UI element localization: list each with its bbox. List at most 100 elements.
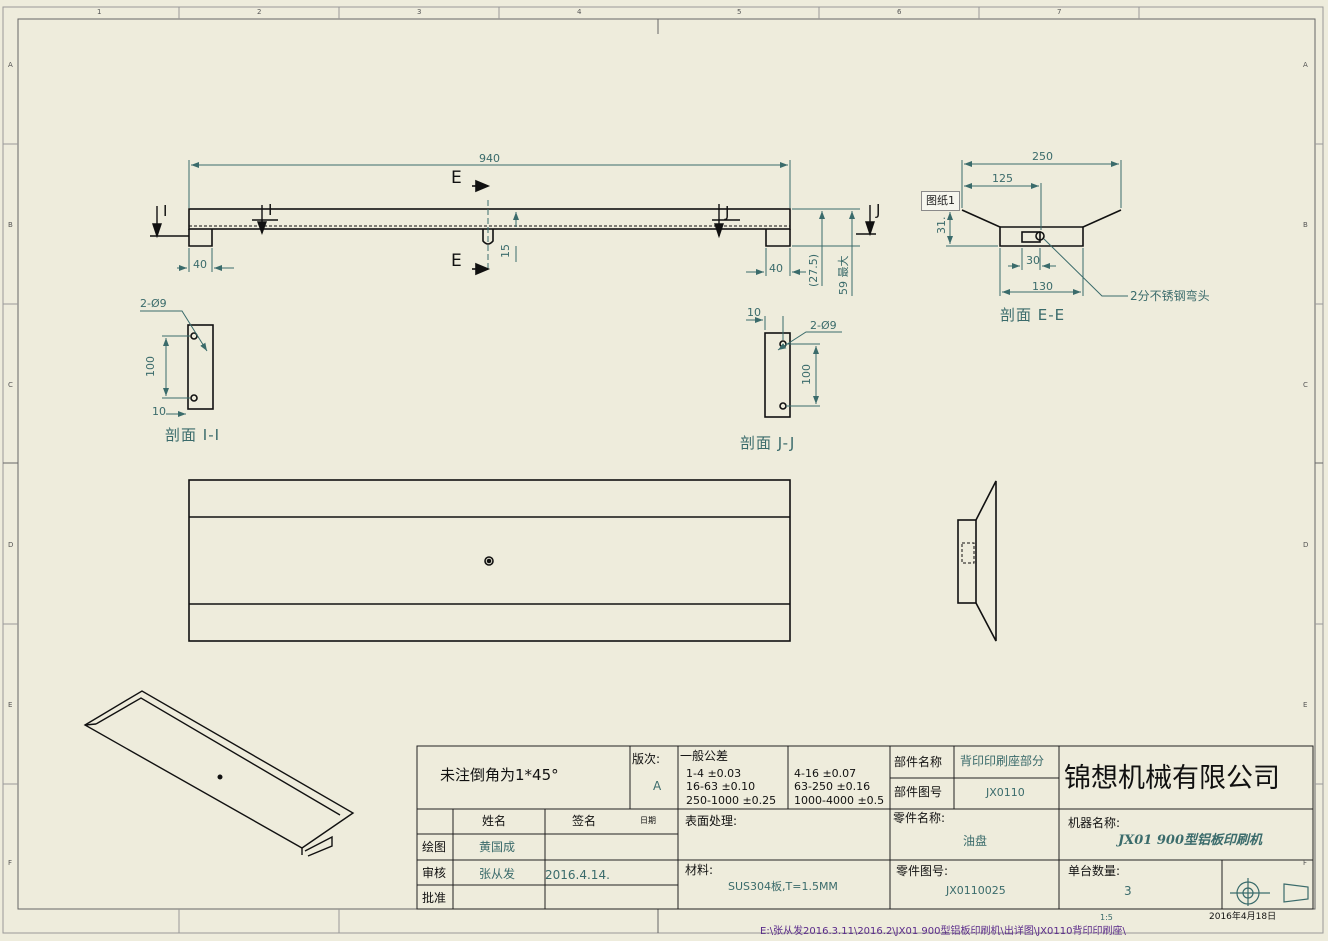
tolerance-6: 1000-4000 ±0.5 [794, 794, 885, 807]
section-i-i-dimensions [140, 310, 208, 417]
dim-half-width: 125 [992, 172, 1013, 185]
border-row-label-left: A [8, 61, 13, 69]
dim-ref-height: (27.5) [807, 253, 820, 287]
revision-value: A [653, 779, 662, 793]
tolerance-label: 一般公差 [680, 749, 729, 763]
border-column-label: 3 [417, 8, 422, 16]
dim-hole-pitch-right: 100 [800, 364, 813, 385]
dim-pipe-offset: 30 [1026, 254, 1040, 267]
border-row-label-left: C [8, 381, 13, 389]
tolerance-5: 63-250 ±0.16 [794, 780, 871, 793]
name-header: 姓名 [482, 814, 507, 828]
material-value: SUS304板,T=1.5MM [728, 880, 838, 893]
quantity-value: 3 [1124, 884, 1132, 898]
part-number-value: JX0110025 [946, 884, 1006, 897]
chamfer-note: 未注倒角为1*45° [440, 766, 559, 784]
part-number-label: 零件图号: [896, 864, 949, 878]
border-row-label-right: B [1303, 221, 1308, 229]
dim-hole-pitch-left: 100 [144, 356, 157, 377]
dim-max-height: 59 最大 [837, 255, 850, 296]
company-name: 锦想机械有限公司 [1064, 763, 1280, 794]
top-view [188, 479, 791, 642]
section-i-i [187, 324, 214, 410]
signature-header: 签名 [572, 814, 597, 828]
section-mark-i-right: I [268, 201, 273, 219]
dim-tab-left: 40 [193, 258, 207, 271]
dim-bottom-width: 130 [1032, 280, 1053, 293]
border-row-label-right: C [1303, 381, 1308, 389]
border-column-label: 4 [577, 8, 582, 16]
projection-symbol [1230, 878, 1309, 906]
front-view-dimensions [177, 160, 860, 296]
dim-holes-left: 2-Ø9 [140, 297, 167, 310]
part-name-value: 油盘 [963, 834, 988, 848]
tolerance-1: 1-4 ±0.03 [686, 767, 742, 780]
tolerance-4: 4-16 ±0.07 [794, 767, 857, 780]
dim-tab-right: 40 [769, 262, 783, 275]
quantity-label: 单台数量: [1068, 864, 1121, 878]
approved-label: 批准 [422, 891, 447, 905]
section-mark-j-left: J [725, 203, 730, 221]
section-j-j [764, 332, 791, 418]
file-path: E:\张从发2016.3.11\2016.2\JX01 900型铝板印刷机\出详… [760, 926, 1126, 937]
assembly-name-label: 部件名称 [894, 755, 943, 769]
section-title-j: 剖面 J-J [740, 434, 796, 452]
date-header: 日期 [640, 816, 656, 825]
side-view [957, 480, 997, 642]
drawn-label: 绘图 [422, 840, 447, 854]
section-j-j-dimensions [746, 316, 842, 407]
border-row-label-left: F [8, 859, 13, 867]
print-date: 2016年4月18日 [1209, 912, 1277, 922]
border-column-label: 5 [737, 8, 742, 16]
section-title-e: 剖面 E-E [1000, 306, 1066, 324]
section-arrows-e [472, 179, 491, 276]
dim-edge-left: 10 [152, 405, 166, 418]
material-label: 材料: [685, 863, 714, 877]
border-row-label-right: E [1303, 701, 1308, 709]
section-title-i: 剖面 I-I [165, 426, 221, 444]
border-row-label-right: A [1303, 61, 1308, 69]
assembly-name-value: 背印印刷座部分 [960, 754, 1045, 768]
title-block-grid [416, 745, 1314, 910]
border-row-label-left: D [8, 541, 14, 549]
drawn-name: 黄国成 [479, 840, 516, 854]
surface-treatment-label: 表面处理: [685, 814, 738, 828]
assembly-number-value: JX0110 [986, 786, 1025, 799]
border-row-label-right: F [1303, 859, 1308, 867]
checked-date: 2016.4.14. [545, 868, 610, 882]
checked-label: 审核 [422, 866, 447, 880]
elbow-callout: 2分不锈钢弯头 [1130, 289, 1210, 303]
section-mark-e-top: E [451, 168, 462, 188]
dim-side-height: 31. [935, 216, 948, 235]
border-column-label: 2 [257, 8, 262, 16]
dim-top-width: 250 [1032, 150, 1053, 163]
border-row-label-left: E [8, 701, 13, 709]
assembly-number-label: 部件图号 [894, 785, 943, 799]
isometric-view [83, 690, 355, 857]
border-row-label-left: B [8, 221, 13, 229]
sheet-border [2, 6, 1324, 934]
revision-label: 版次: [632, 752, 661, 766]
section-mark-e-bottom: E [451, 251, 462, 271]
scale-value: 1:5 [1100, 913, 1113, 922]
machine-name-value: JX01 900型铝板印刷机 [1118, 833, 1262, 848]
border-row-label-right: D [1303, 541, 1309, 549]
front-view [188, 200, 791, 272]
section-arrows-i-j [150, 204, 876, 239]
machine-name-label: 机器名称: [1068, 816, 1121, 830]
checked-name: 张从发 [479, 867, 516, 881]
part-name-label: 零件名称: [893, 811, 946, 825]
border-column-label: 6 [897, 8, 902, 16]
section-mark-i-left: I [163, 202, 168, 220]
dim-edge-right: 10 [747, 306, 761, 319]
dim-drain-height: 15 [499, 244, 512, 258]
section-e-e-dimensions [946, 160, 1128, 297]
border-column-label: 7 [1057, 8, 1062, 16]
dim-overall-length: 940 [479, 152, 500, 165]
tolerance-3: 250-1000 ±0.25 [686, 794, 777, 807]
section-mark-j-right: J [876, 201, 881, 219]
dim-holes-right: 2-Ø9 [810, 319, 837, 332]
border-column-label: 1 [97, 8, 102, 16]
